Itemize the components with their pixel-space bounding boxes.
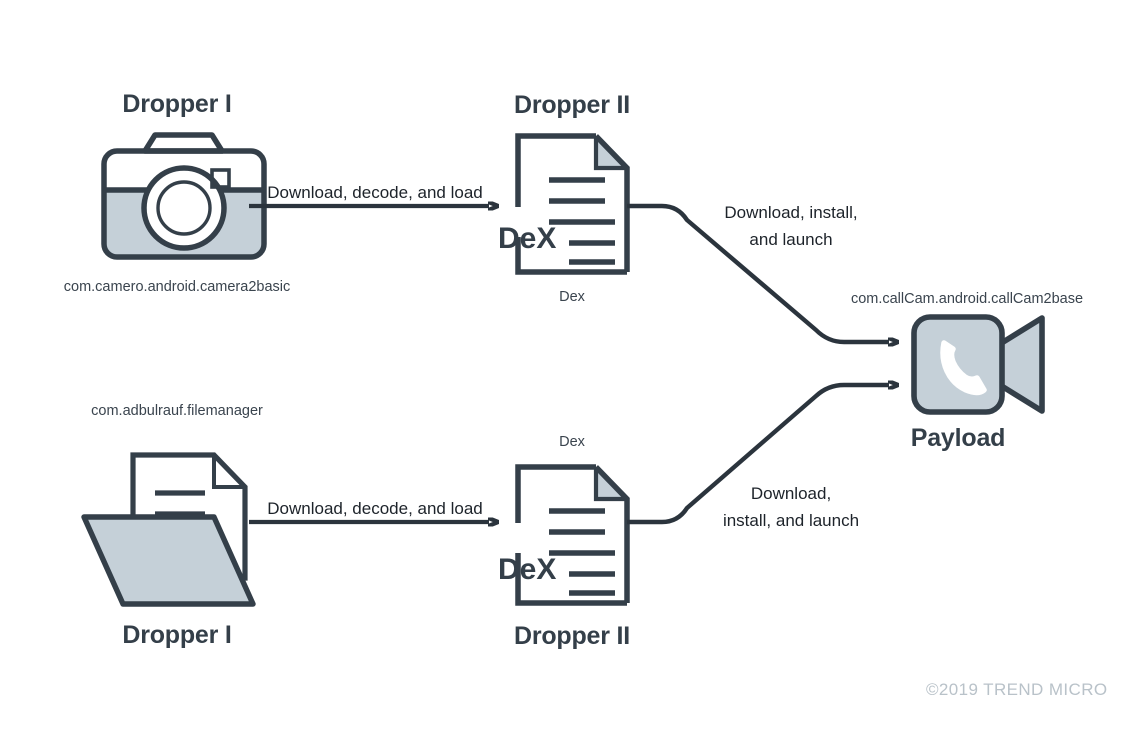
bottom-dropper1-package: com.adbulrauf.filemanager [91, 403, 263, 419]
edge-label-bottom-launch-line2: install, and launch [722, 511, 860, 530]
video-call-icon [911, 314, 1045, 415]
top-dropper1-package: com.camero.android.camera2basic [63, 279, 291, 295]
bottom-dropper1-title: Dropper I [122, 621, 232, 649]
document-icon-top [515, 133, 630, 275]
bottom-dropper2-dex-badge: DeX [498, 553, 557, 586]
edge-label-top-launch-line2: and launch [749, 230, 833, 249]
edge-label-bottom-load: Download, decode, and load [267, 499, 483, 518]
top-dropper2-title: Dropper II [513, 91, 631, 119]
bottom-dropper2-title: Dropper II [513, 622, 631, 650]
edge-label-top-load: Download, decode, and load [267, 183, 483, 202]
arrow-top-download-install-launch [627, 203, 889, 342]
bottom-dropper2-caption: Dex [559, 434, 585, 450]
top-dropper1-title: Dropper I [122, 90, 232, 118]
edge-label-bottom-launch-line1: Download, [750, 484, 832, 503]
copyright-notice: ©2019 TREND MICRO [926, 680, 1108, 699]
top-dropper2-dex-badge: DeX [498, 222, 557, 255]
document-icon-bottom [515, 464, 630, 606]
edge-label-top-launch-line1: Download, install, [724, 203, 858, 222]
payload-package: com.callCam.android.callCam2base [850, 291, 1084, 307]
folder-document-icon [81, 452, 256, 607]
top-dropper2-caption: Dex [559, 289, 585, 305]
camera-icon [101, 132, 267, 260]
payload-title: Payload [910, 424, 1006, 452]
arrow-bottom-download-install-launch [627, 385, 889, 525]
